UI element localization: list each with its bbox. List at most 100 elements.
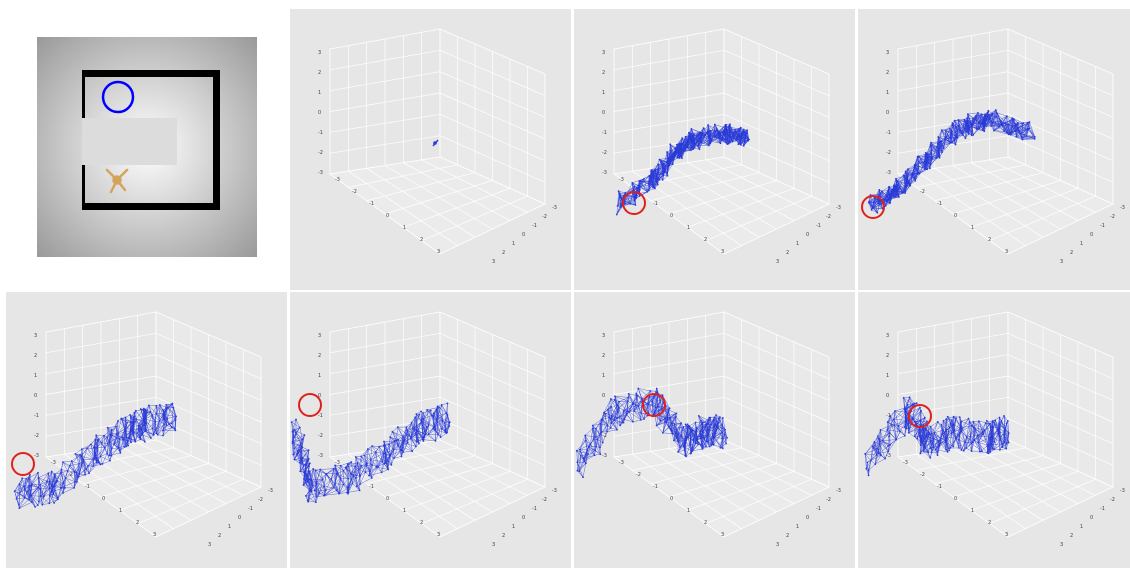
- graph-edge: [40, 485, 53, 497]
- graph-node: [972, 117, 974, 120]
- graph-edge: [40, 493, 54, 497]
- graph-node: [34, 505, 36, 508]
- graph-edge: [877, 200, 881, 213]
- graph-node: [984, 114, 987, 117]
- graph-node: [663, 167, 665, 170]
- graph-node: [61, 461, 64, 464]
- graph-node: [680, 151, 683, 154]
- graph-node: [103, 434, 106, 437]
- graph-node: [953, 119, 956, 122]
- graph-node: [672, 152, 675, 154]
- graph-node: [989, 117, 992, 120]
- graph-edge: [680, 141, 688, 151]
- graph-edge: [109, 434, 115, 445]
- z-tick-label: 1: [34, 373, 37, 379]
- graph-edge: [1018, 122, 1028, 128]
- x-tick-label: 2: [988, 237, 991, 243]
- graph-edge: [31, 472, 39, 485]
- graph-node: [960, 132, 963, 134]
- graph-edge: [19, 478, 23, 494]
- graph-node: [134, 439, 136, 442]
- graph-edge: [1021, 122, 1029, 138]
- graph-edge: [144, 418, 153, 429]
- graph-edge: [163, 414, 170, 425]
- graph-edge: [19, 486, 25, 494]
- graph-edge: [167, 407, 176, 421]
- graph-edge: [1000, 115, 1007, 122]
- x-tick-label: 2: [420, 237, 423, 243]
- graph-edge: [87, 448, 95, 456]
- graph-edge: [148, 405, 157, 414]
- graph-edge: [24, 485, 30, 490]
- graph-node: [669, 149, 672, 152]
- graph-edge: [131, 418, 137, 430]
- graph-edge: [967, 114, 970, 129]
- graph-edge: [1021, 128, 1030, 138]
- graph-edge: [626, 194, 636, 199]
- graph-node: [1007, 123, 1009, 126]
- y-tick-label: -2: [258, 497, 263, 503]
- graph-node: [884, 204, 887, 207]
- graph-node: [106, 442, 109, 445]
- graph-edge: [868, 202, 872, 210]
- graph-edge: [1005, 117, 1013, 124]
- graph-edge: [652, 182, 657, 188]
- graph-node: [53, 473, 56, 476]
- graph-edge: [156, 420, 160, 434]
- graph-edge: [734, 127, 741, 131]
- graph-node: [619, 196, 621, 199]
- graph-edge: [87, 448, 94, 460]
- graph-edge: [49, 471, 52, 482]
- graph-edge: [658, 168, 660, 180]
- graph-node: [723, 131, 726, 133]
- graph-node: [916, 155, 919, 158]
- graph-edge: [62, 478, 66, 493]
- z-tick-label: -3: [602, 170, 607, 176]
- graph-node: [117, 446, 120, 449]
- graph-edge: [673, 151, 678, 161]
- graph-edge: [31, 488, 41, 496]
- graph-node: [96, 446, 99, 449]
- goal-marker: [101, 80, 135, 114]
- graph-node: [657, 168, 660, 170]
- graph-edge: [75, 453, 82, 466]
- graph-edge: [51, 487, 65, 493]
- graph-edge: [38, 488, 41, 502]
- graph-edge: [721, 132, 728, 141]
- graph-node: [968, 127, 970, 130]
- graph-node: [28, 484, 31, 487]
- graph-node: [873, 197, 876, 199]
- y-tick-label: -1: [248, 506, 253, 512]
- graph-edge: [100, 442, 102, 457]
- graph-node: [639, 185, 641, 188]
- graph-edge: [162, 427, 173, 436]
- graph-node: [729, 123, 731, 126]
- graph-node: [684, 149, 687, 152]
- graph-node: [883, 198, 885, 201]
- graph-node: [672, 156, 675, 159]
- graph-edge: [163, 419, 167, 426]
- graph-node: [718, 136, 721, 139]
- graph-node: [746, 129, 749, 132]
- graph-edge: [39, 484, 45, 497]
- graph-node: [926, 152, 928, 155]
- x-tick-label: 3: [153, 532, 156, 538]
- graph-node: [84, 473, 86, 476]
- graph-edge: [639, 186, 648, 192]
- graph-edge: [919, 169, 928, 174]
- graph-node: [727, 142, 730, 145]
- graph-node: [90, 443, 92, 446]
- graph-edge: [987, 116, 992, 126]
- graph-edge: [708, 137, 721, 144]
- graph-node: [634, 204, 637, 206]
- graph-edge: [16, 498, 20, 509]
- graph-node: [124, 430, 127, 433]
- graph-node: [617, 190, 620, 193]
- graph-node: [725, 123, 727, 126]
- graph-node: [892, 184, 895, 187]
- graph-node: [713, 123, 716, 126]
- graph-node: [80, 464, 83, 467]
- graph-edge: [957, 131, 963, 136]
- graph-node: [82, 458, 85, 461]
- graph-edge: [893, 191, 896, 197]
